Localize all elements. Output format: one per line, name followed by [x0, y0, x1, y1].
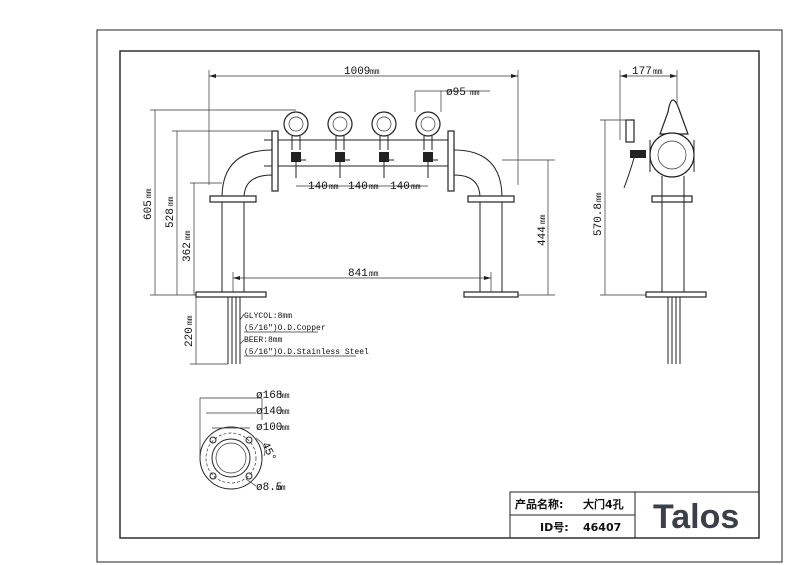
dim-below-mount: 220: [184, 327, 196, 347]
unit-total-width: mm: [370, 68, 380, 77]
dim-base-bolt: ø140: [256, 406, 282, 418]
right-base-plate: [463, 291, 519, 298]
talos-logo: Talos: [653, 498, 739, 536]
dim-height-right: 444: [537, 226, 549, 246]
inner-frame: [119, 50, 760, 539]
unit-base-inner: mm: [280, 424, 290, 433]
unit-side-depth: mm: [653, 68, 663, 77]
dim-side-depth: 177: [632, 66, 652, 78]
dim-side-height: 570.8: [593, 203, 605, 236]
dim-base-inner: ø100: [256, 422, 282, 434]
note-glycol-label: GLYCOL:8mm: [244, 312, 292, 321]
unit-base-outer: mm: [280, 392, 290, 401]
base-detail: ø168 mm ø140 mm ø100 mm 45° ø8.5 mm: [199, 390, 290, 494]
dim-spacing-2: 140: [348, 181, 368, 193]
tap-4: [415, 111, 441, 178]
dim-spacing-1: 140: [308, 181, 328, 193]
unit-height-right: mm: [539, 214, 548, 224]
unit-spacing-3: mm: [411, 183, 421, 192]
unit-base-bolt: mm: [280, 408, 290, 417]
side-base-plate: [645, 291, 707, 298]
unit-base-span: mm: [369, 270, 379, 279]
unit-spacing-2: mm: [369, 183, 379, 192]
dim-hole: ø8.5: [256, 482, 282, 494]
title-block: 产品名称: 大门4孔 ID号: 46407 Talos: [509, 491, 760, 539]
unit-height-column: mm: [184, 230, 193, 240]
unit-height-total: mm: [145, 188, 154, 198]
note-glycol-spec: (5/16")O.D.Copper: [244, 324, 326, 333]
dim-height-pipe: 528: [165, 208, 177, 228]
base-inner-circle: [211, 438, 251, 478]
dim-base-outer: ø168: [256, 390, 282, 402]
dim-handle-diameter: ø95: [446, 87, 466, 99]
base-outer-circle: [199, 426, 263, 490]
side-view: 177 mm 570.8 mm: [593, 66, 707, 364]
unit-spacing-1: mm: [329, 183, 339, 192]
unit-below-mount: mm: [186, 315, 195, 325]
bolt-hole: [245, 436, 253, 444]
tap-1: [283, 111, 309, 178]
product-name: 大门4孔: [583, 497, 624, 511]
dim-base-span: 841: [348, 268, 368, 280]
note-beer-spec: (5/16")O.D.Stainless Steel: [244, 348, 369, 357]
id-label: ID号:: [540, 521, 569, 534]
side-collar: [651, 195, 693, 203]
front-view: 1009 mm ø95 mm: [143, 66, 555, 365]
unit-side-height: mm: [595, 192, 604, 202]
dim-spacing-3: 140: [390, 181, 410, 193]
right-collar: [467, 195, 515, 203]
unit-handle-diameter: mm: [470, 89, 480, 98]
dim-height-total: 605: [143, 200, 155, 220]
id-value: 46407: [583, 521, 621, 534]
note-beer-label: BEER:8mm: [244, 336, 283, 345]
dim-total-width: 1009: [344, 66, 370, 78]
tap-3: [371, 111, 397, 178]
side-head: [649, 132, 695, 178]
unit-height-pipe: mm: [167, 196, 176, 206]
left-flange: [271, 130, 279, 192]
tap-2: [327, 111, 353, 178]
left-collar: [209, 195, 257, 203]
outer-frame: [96, 29, 783, 563]
product-name-label: 产品名称:: [515, 497, 563, 511]
unit-hole: mm: [276, 484, 286, 493]
base-bolt-circle: [205, 432, 257, 484]
dim-height-column: 362: [182, 242, 194, 262]
left-base-plate: [195, 291, 267, 298]
right-flange: [447, 130, 455, 192]
